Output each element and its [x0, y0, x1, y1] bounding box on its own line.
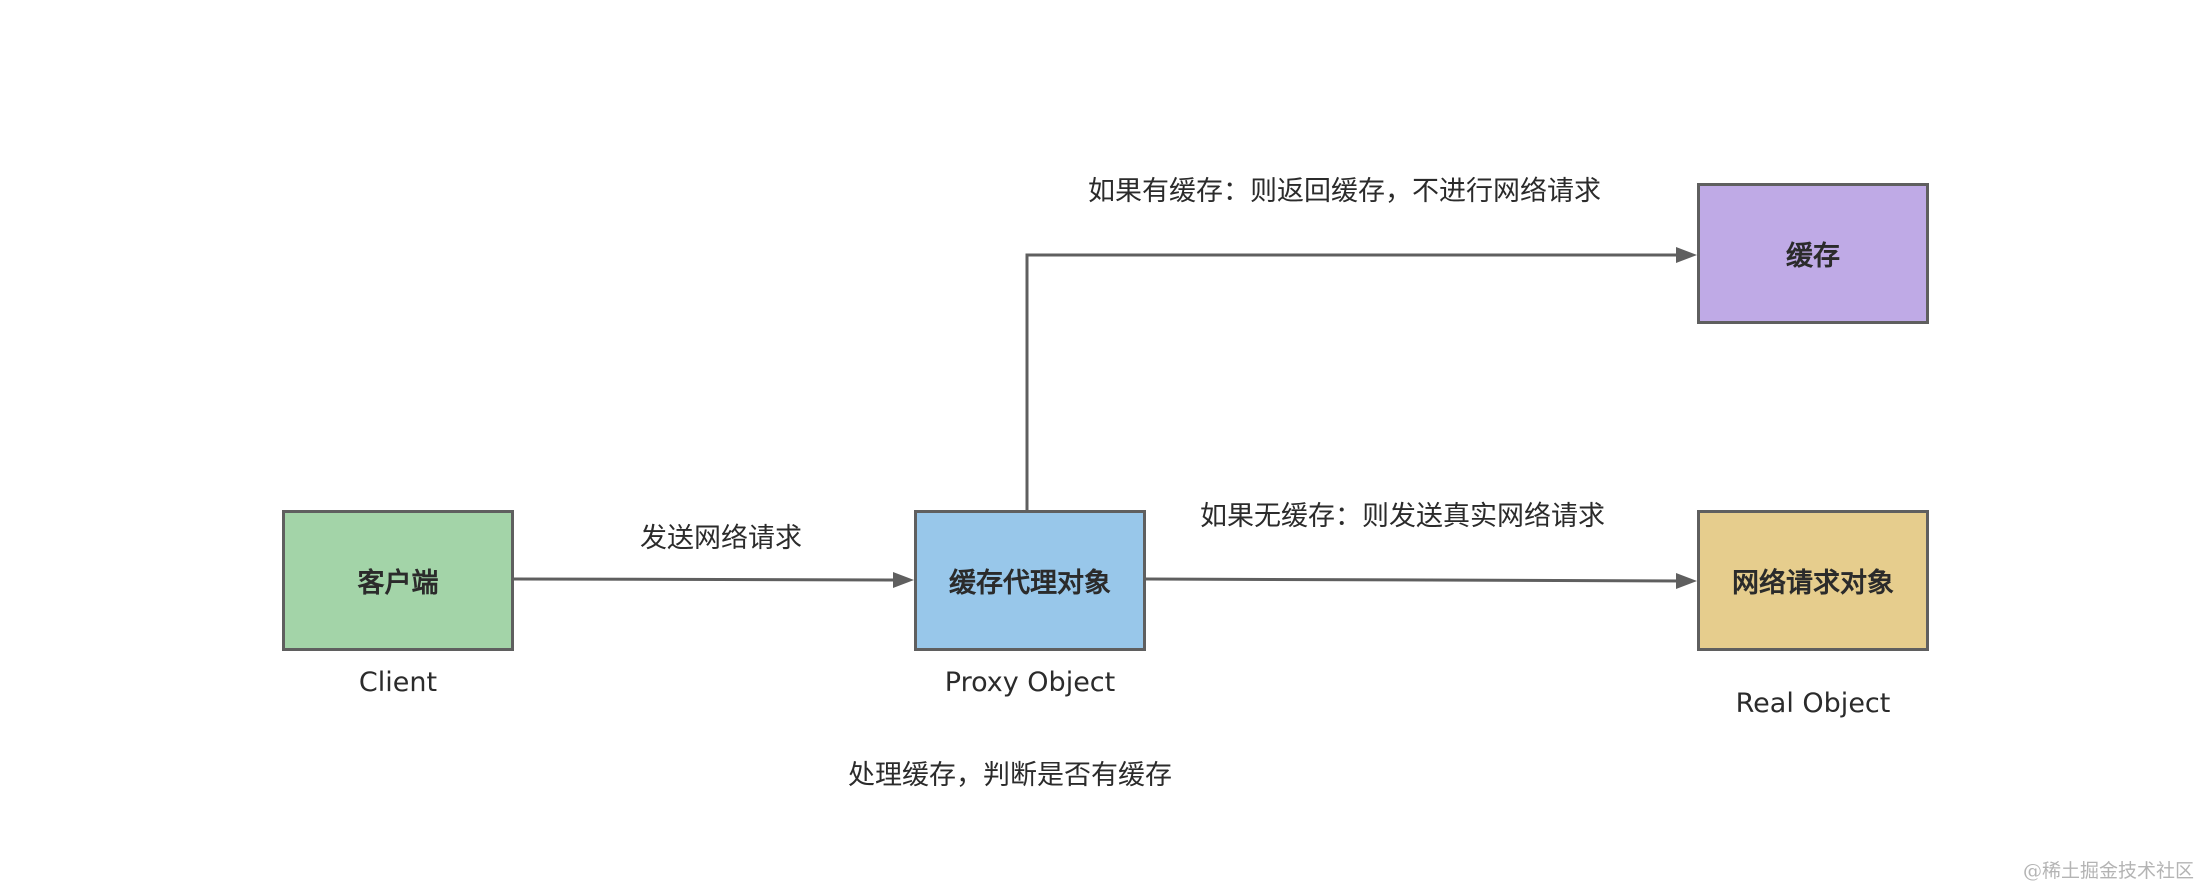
- real-object-node-label: 网络请求对象: [1732, 568, 1894, 599]
- arrowhead-proxy-to-real: [1676, 573, 1697, 589]
- watermark: @稀土掘金技术社区: [2022, 860, 2194, 882]
- cache-node-label: 缓存: [1786, 241, 1840, 272]
- edge-label-proxy-to-cache: 如果有缓存：则返回缓存，不进行网络请求: [1088, 176, 1601, 207]
- proxy-note: 处理缓存，判断是否有缓存: [848, 760, 1172, 791]
- real-object-caption: Real Object: [1735, 688, 1891, 719]
- cache-node: 缓存: [1697, 183, 1929, 324]
- real-object-node: 网络请求对象: [1697, 510, 1929, 651]
- edge-label-proxy-to-real: 如果无缓存：则发送真实网络请求: [1200, 501, 1605, 532]
- client-node-label: 客户端: [357, 568, 439, 599]
- proxy-caption: Proxy Object: [944, 667, 1116, 698]
- arrow-proxy-to-cache: [1025, 253, 1688, 510]
- arrowhead-client-to-proxy: [893, 572, 914, 588]
- client-node: 客户端: [282, 510, 514, 651]
- arrow-client-to-proxy: [513, 577, 907, 582]
- edge-label-client-to-proxy: 发送网络请求: [640, 523, 802, 554]
- arrow-proxy-to-real: [1145, 577, 1689, 583]
- client-caption: Client: [358, 667, 438, 698]
- arrowhead-proxy-to-cache: [1676, 247, 1697, 263]
- proxy-node: 缓存代理对象: [914, 510, 1146, 651]
- proxy-node-label: 缓存代理对象: [949, 568, 1111, 599]
